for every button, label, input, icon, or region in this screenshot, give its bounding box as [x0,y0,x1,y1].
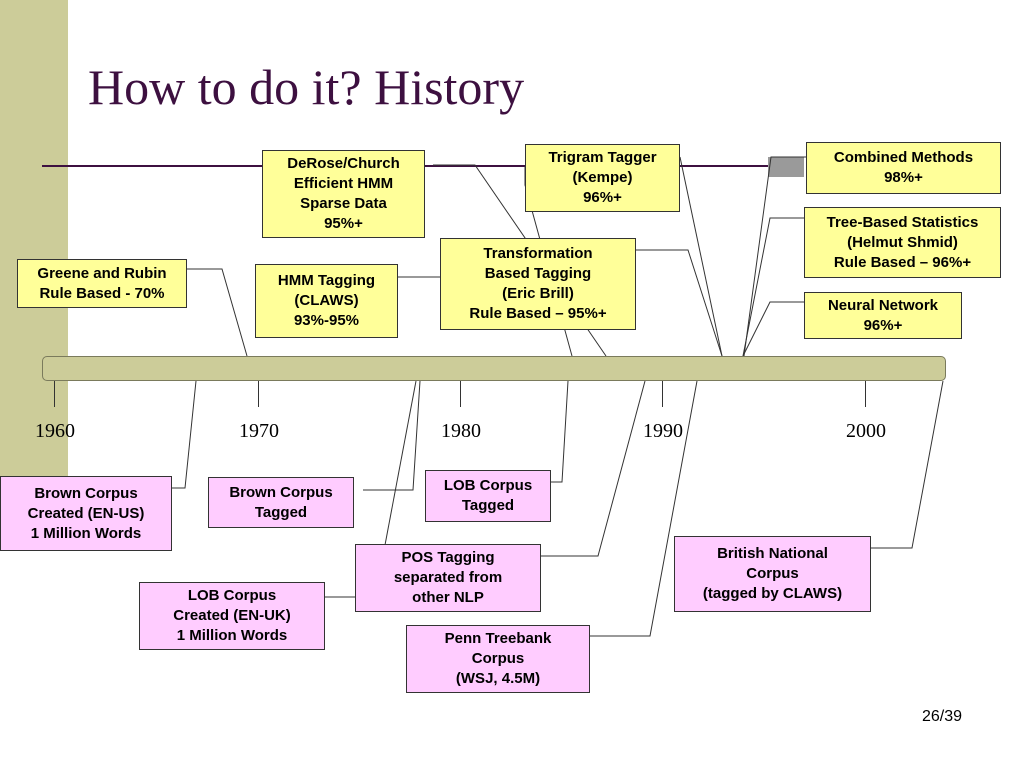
tick-1960 [54,381,55,407]
connector-combined [743,156,806,357]
connector-brown-tagged [363,380,421,491]
box-line: Penn Treebank [444,630,552,647]
year-label: 1990 [643,420,683,442]
tick-2000 [865,381,866,407]
box-line: Transformation [483,245,593,262]
box-line: Efficient HMM [293,175,394,192]
year-label: 1960 [35,420,75,442]
connector-trigram-right [679,156,723,357]
box-line: (Eric Brill) [502,285,574,302]
slide-title: How to do it? History [88,59,525,115]
box-line: 1 Million Words [30,524,142,542]
box-line: Based Tagging [484,265,592,282]
connector-pos [541,380,646,557]
box-line: 98%+ [884,169,923,186]
box-line: Tree-Based Statistics [826,213,979,231]
box-line: LOB Corpus [443,477,533,494]
box-line: Corpus [471,650,525,667]
derose-church-box: DeRose/Church Efficient HMM Sparse Data … [262,150,425,238]
box-line: 93%-95% [293,312,360,329]
box-line: (WSJ, 4.5M) [455,670,541,687]
page-number: 26/39 [921,708,962,725]
tick-1970 [258,381,259,407]
hmm-tagging-box: HMM Tagging (CLAWS) 93%-95% [255,264,398,338]
box-line: other NLP [412,589,484,606]
connector-bnc [871,380,944,549]
brown-corpus-tagged-box: Brown Corpus Tagged [208,477,354,528]
british-national-corpus-box: British National Corpus (tagged by CLAWS… [674,536,871,612]
box-line: Rule Based – 96%+ [833,253,972,271]
box-line: Corpus [746,565,799,582]
brown-corpus-created-box: Brown Corpus Created (EN-US) 1 Million W… [0,476,172,551]
connector-lob-corpus-long [384,380,417,546]
box-line: Brown Corpus [34,484,138,502]
box-line: Sparse Data [300,195,387,212]
timeline-bar [42,356,946,381]
year-label: 1970 [239,420,279,442]
box-line: Tagged [254,503,308,521]
box-line: (Kempe) [572,169,633,186]
penn-treebank-box: Penn Treebank Corpus (WSJ, 4.5M) [406,625,590,693]
box-line: British National [717,545,828,562]
box-line: Rule Based - 70% [39,284,165,302]
trigram-tagger-box: Trigram Tagger (Kempe) 96%+ [525,144,680,212]
box-line: POS Tagging [401,549,495,566]
box-line: LOB Corpus [187,587,277,604]
tick-1990 [662,381,663,407]
box-line: (CLAWS) [294,292,359,309]
box-line: 96%+ [863,316,903,334]
box-line: Created (EN-US) [27,504,145,522]
transformation-tagging-box: Transformation Based Tagging (Eric Brill… [440,238,636,330]
box-line: DeRose/Church [287,155,400,172]
year-label: 1980 [441,420,481,442]
lob-corpus-tagged-box: LOB Corpus Tagged [425,470,551,522]
box-line: Greene and Rubin [37,264,167,282]
box-line: 96%+ [583,189,622,206]
pos-tagging-separated-box: POS Tagging separated from other NLP [355,544,541,612]
tree-based-statistics-box: Tree-Based Statistics (Helmut Shmid) Rul… [804,207,1001,278]
connector-lob-tagged [551,380,569,483]
box-line: separated from [393,569,503,586]
box-line: 95%+ [324,215,363,232]
connector-tree-based [742,217,804,357]
box-line: Tagged [461,497,515,514]
connector-neural [742,301,804,357]
greene-rubin-box: Greene and Rubin Rule Based - 70% [17,259,187,308]
connector-brown-created [172,380,197,489]
connector-transformation [636,249,723,357]
box-line: (Helmut Shmid) [847,233,958,251]
box-line: Rule Based – 95%+ [469,305,607,322]
slide-side-band [0,0,68,478]
tick-1980 [460,381,461,407]
box-line: Created (EN-UK) [173,607,291,624]
lob-corpus-created-box: LOB Corpus Created (EN-UK) 1 Million Wor… [139,582,325,650]
box-line: 1 Million Words [176,627,288,644]
box-line: Combined Methods [833,149,974,166]
combined-methods-box: Combined Methods 98%+ [806,142,1001,194]
box-line: Neural Network [827,296,939,314]
neural-network-box: Neural Network 96%+ [804,292,962,339]
box-line: HMM Tagging [277,272,376,289]
box-line: Brown Corpus [229,483,333,501]
box-line: (tagged by CLAWS) [702,585,843,602]
box-line: Trigram Tagger [548,149,657,166]
connector-penn [590,380,698,637]
year-label: 2000 [846,420,886,442]
connector-greene-rubin [187,268,248,357]
title-underline-accent [768,157,804,177]
